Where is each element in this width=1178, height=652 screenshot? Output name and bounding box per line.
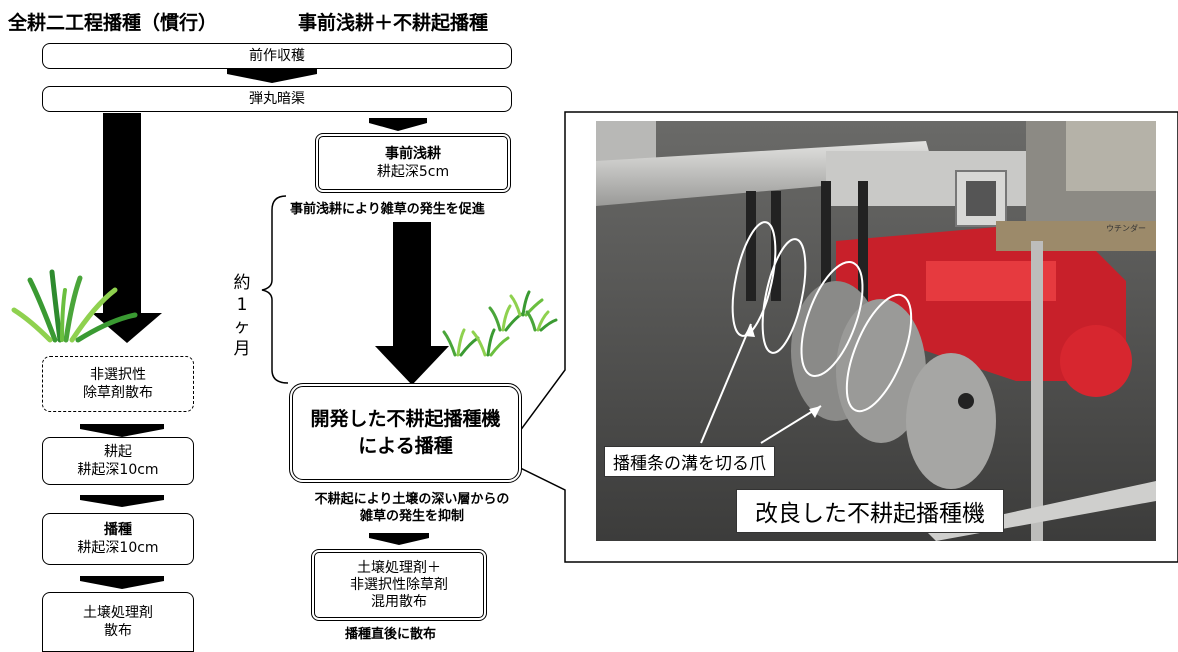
- duration-label: 約 1 ヶ 月: [230, 272, 254, 360]
- weed-suppression-line2: 雑草の発生を抑制: [359, 509, 464, 524]
- big-arrow-proposed-shaft: [393, 222, 431, 346]
- mixed-spray-line3: 混用散布: [371, 593, 427, 610]
- tillage-depth: 耕起深10cm: [77, 462, 159, 478]
- step-tillage: 耕起 耕起深10cm: [42, 437, 194, 485]
- shallow-tillage-title: 事前浅耕: [385, 146, 441, 162]
- arrow-drain-to-shallow: [369, 118, 427, 123]
- duration-char-4: 月: [233, 339, 251, 359]
- claw-label: 播種条の溝を切る爪: [604, 446, 775, 477]
- step-previous-harvest: 前作収穫: [42, 43, 512, 69]
- step-mole-drain: 弾丸暗渠: [42, 86, 512, 112]
- step-no-till-sowing: 開発した不耕起播種機 による播種: [289, 383, 522, 483]
- step-sowing: 播種 耕起深10cm: [42, 513, 194, 565]
- arrow-harvest-to-drain-head: [227, 74, 317, 83]
- no-till-sowing-line2: による播種: [358, 435, 453, 457]
- weed-cluster-left: [11, 269, 138, 343]
- duration-char-3: ヶ: [233, 317, 251, 337]
- big-arrow-conventional-shaft: [103, 113, 141, 313]
- seeder-photo: ウチンダー 播種条の溝を切る爪 改良した不耕起播種機: [596, 121, 1156, 541]
- step-mixed-herbicide-spray: 土壌処理剤＋ 非選択性除草剤 混用散布: [311, 549, 487, 621]
- arrow-harvest-to-drain: [227, 69, 317, 74]
- photo-callout-frame: [498, 111, 1178, 563]
- soil-herbicide-line2: 散布: [104, 623, 132, 639]
- arrow-drain-to-shallow-head: [369, 123, 427, 131]
- arrow-suppress-to-mix: [369, 533, 429, 538]
- seeder-photo-drawing: ウチンダー: [596, 121, 1156, 541]
- conventional-column-title: 全耕二工程播種（慣行）: [8, 12, 218, 34]
- arrow-tillage-to-sowing-head: [80, 500, 164, 507]
- tillage-title: 耕起: [104, 444, 132, 460]
- weed-suppression-line1: 不耕起により土壌の深い層からの: [314, 492, 510, 507]
- arrow-herbicide-to-tillage-head: [80, 429, 164, 437]
- arrow-sowing-to-soil-head: [80, 581, 164, 589]
- step-soil-herbicide: 土壌処理剤 散布: [42, 592, 194, 652]
- nonselective-herbicide-line1: 非選択性: [90, 367, 146, 383]
- mixed-spray-note: 播種直後に散布: [345, 627, 437, 642]
- step-mole-drain-label: 弾丸暗渠: [249, 91, 305, 107]
- sowing-depth: 耕起深10cm: [77, 540, 159, 556]
- improved-seeder-label: 改良した不耕起播種機: [736, 489, 1004, 533]
- step-shallow-tillage: 事前浅耕 耕起深5cm: [315, 133, 511, 193]
- shallow-tillage-note: 事前浅耕により雑草の発生を促進: [290, 202, 485, 217]
- arrow-suppress-to-mix-head: [369, 538, 429, 545]
- duration-char-2: 1: [236, 295, 248, 315]
- duration-bracket: [261, 195, 289, 384]
- arrow-sowing-to-soil: [80, 576, 164, 581]
- proposed-column-title: 事前浅耕＋不耕起播種: [298, 12, 489, 34]
- weed-suppression-note: 不耕起により土壌の深い層からの 雑草の発生を抑制: [290, 491, 534, 525]
- brand-label: ウチンダー: [1106, 223, 1146, 233]
- duration-char-1: 約: [233, 273, 251, 293]
- arrow-herbicide-to-tillage: [80, 424, 164, 429]
- step-previous-harvest-label: 前作収穫: [249, 48, 305, 64]
- step-nonselective-herbicide: 非選択性 除草剤散布: [42, 356, 194, 412]
- no-till-sowing-line1: 開発した不耕起播種機: [310, 408, 501, 430]
- arrow-tillage-to-sowing: [80, 495, 164, 500]
- nonselective-herbicide-line2: 除草剤散布: [83, 385, 153, 401]
- shallow-tillage-depth: 耕起深5cm: [376, 164, 450, 180]
- mixed-spray-line2: 非選択性除草剤: [350, 576, 448, 593]
- mixed-spray-line1: 土壌処理剤＋: [357, 559, 441, 576]
- sowing-title: 播種: [104, 522, 132, 538]
- soil-herbicide-line1: 土壌処理剤: [83, 605, 153, 621]
- weed-cluster-right: [442, 290, 558, 357]
- big-arrow-proposed-head: [375, 346, 449, 385]
